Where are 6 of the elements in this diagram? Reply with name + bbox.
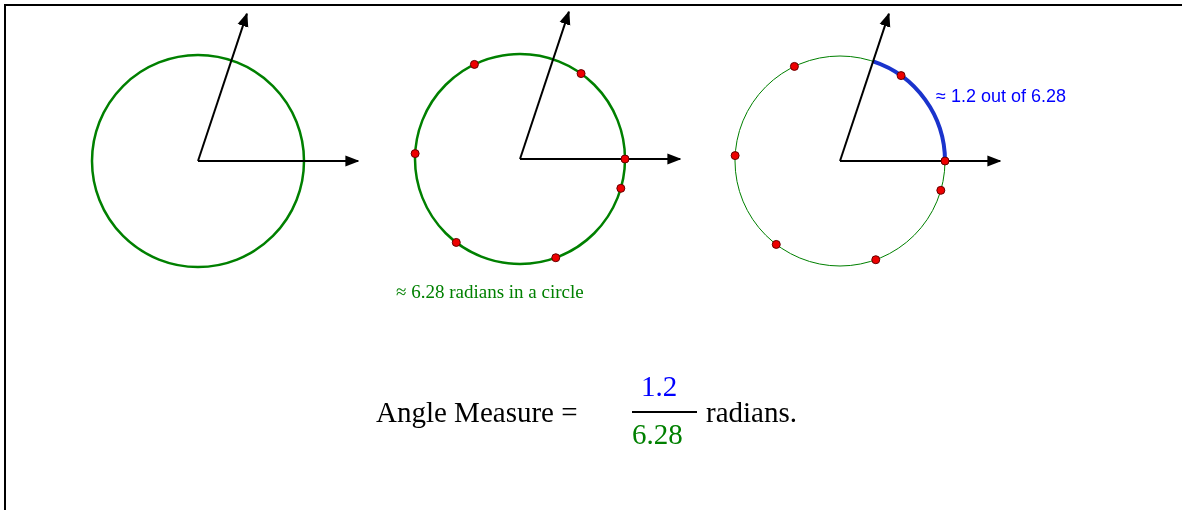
circle-radians-label: ≈ 6.28 radians in a circle [396, 281, 584, 303]
arc-length-label: ≈ 1.2 out of 6.28 [936, 86, 1066, 107]
numerator: 1.2 [641, 370, 678, 403]
formula-text: Angle Measure = [376, 396, 578, 429]
denominator: 6.28 [632, 418, 683, 451]
formula-text: radians. [706, 396, 797, 429]
